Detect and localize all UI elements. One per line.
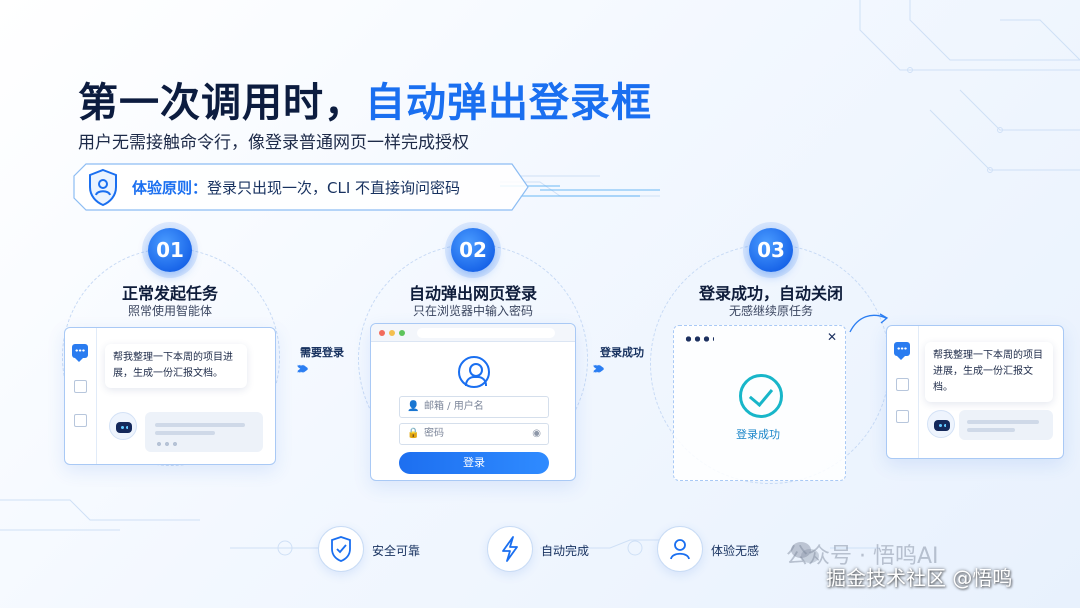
feature-label-secure: 安全可靠: [372, 544, 421, 558]
username-field[interactable]: 👤 邮箱 / 用户名: [399, 396, 549, 418]
maximize-dot-icon[interactable]: [399, 330, 405, 336]
close-icon[interactable]: ✕: [826, 330, 837, 344]
step-1-title: 正常发起任务: [121, 284, 218, 303]
check-circle-icon: [739, 374, 783, 418]
flow-label-need-login: 需要登录: [300, 346, 344, 359]
shield-user-icon: [89, 168, 117, 207]
step-3-subtitle: 无感继续原任务: [728, 304, 813, 318]
chat-sidebar: [887, 326, 919, 458]
checkbox-icon[interactable]: [896, 410, 909, 423]
title-dark-part: 第一次调用时，: [78, 80, 365, 126]
page-subtitle: 用户无需接触命令行，像登录普通网页一样完成授权: [78, 133, 469, 153]
ai-reply-placeholder: [959, 410, 1053, 440]
continued-chat-card: 帮我整理一下本周的项目进展，生成一份汇报文档。: [886, 325, 1064, 459]
user-icon: [657, 526, 703, 572]
close-dot-icon[interactable]: [379, 330, 385, 336]
title-blue-part: 自动弹出登录框: [365, 80, 652, 126]
checkbox-icon[interactable]: [74, 414, 87, 427]
step-1-subtitle: 照常使用智能体: [127, 304, 212, 318]
shield-check-icon: [318, 526, 364, 572]
message-icon[interactable]: [72, 344, 88, 362]
password-field[interactable]: 🔒 密码 ◉: [399, 423, 549, 445]
flow-label-login-success: 登录成功: [600, 346, 644, 359]
window-dots-icon: [684, 336, 714, 342]
lightning-icon: [487, 526, 533, 572]
checkbox-icon[interactable]: [896, 378, 909, 391]
principle-banner: 体验原则：登录只出现一次，CLI 不直接询问密码: [72, 162, 532, 212]
watermark-juejin: 掘金技术社区 @悟鸣: [826, 566, 1013, 590]
wechat-logo-icon: [791, 542, 819, 563]
step-2-badge: 02: [451, 228, 495, 272]
chevron-arrows-icon: ›››››: [296, 358, 309, 379]
checkbox-icon[interactable]: [74, 380, 87, 393]
password-placeholder: 密码: [424, 428, 444, 439]
person-icon: 👤: [407, 401, 420, 412]
curved-arrow-icon: [849, 313, 889, 333]
robot-avatar-icon: [109, 412, 137, 440]
step-3-badge: 03: [749, 228, 793, 272]
feature-label-seamless: 体验无感: [711, 544, 760, 558]
user-avatar-icon: [458, 356, 490, 388]
login-browser-window: 👤 邮箱 / 用户名 🔒 密码 ◉ 登录: [370, 323, 576, 481]
lock-icon: 🔒: [407, 428, 420, 439]
principle-banner-frame: [73, 163, 529, 211]
step-3-title: 登录成功，自动关闭: [698, 284, 843, 303]
ai-reply-placeholder: [145, 412, 263, 452]
principle-body: 登录只出现一次，CLI 不直接询问密码: [207, 179, 461, 197]
principle-label: 体验原则：: [132, 179, 208, 197]
user-message-bubble: 帮我整理一下本周的项目进展，生成一份汇报文档。: [105, 344, 247, 388]
login-button[interactable]: 登录: [399, 452, 549, 474]
chat-sidebar: [65, 328, 97, 464]
minimize-dot-icon[interactable]: [389, 330, 395, 336]
page-title: 第一次调用时，自动弹出登录框: [78, 70, 652, 128]
chat-window-card: 帮我整理一下本周的项目进展，生成一份汇报文档。: [64, 327, 276, 465]
robot-avatar-icon: [927, 410, 955, 438]
step-2-title: 自动弹出网页登录: [408, 284, 537, 303]
username-placeholder: 邮箱 / 用户名: [424, 401, 484, 412]
closed-login-window: ✕ 登录成功: [673, 325, 846, 481]
message-icon[interactable]: [894, 342, 910, 360]
user-message-bubble: 帮我整理一下本周的项目进展，生成一份汇报文档。: [925, 342, 1053, 402]
step-2-subtitle: 只在浏览器中输入密码: [412, 304, 533, 318]
eye-icon[interactable]: ◉: [532, 428, 541, 439]
principle-text: 体验原则：登录只出现一次，CLI 不直接询问密码: [132, 177, 460, 198]
address-bar[interactable]: [417, 328, 555, 338]
watermark-official-account: 公众号 · 悟鸣AI: [786, 544, 939, 569]
success-label: 登录成功: [736, 428, 780, 441]
browser-titlebar: [371, 324, 575, 342]
feature-label-auto: 自动完成: [541, 544, 590, 558]
chevron-arrows-icon: ›››››: [592, 358, 605, 379]
step-1-badge: 01: [148, 228, 192, 272]
